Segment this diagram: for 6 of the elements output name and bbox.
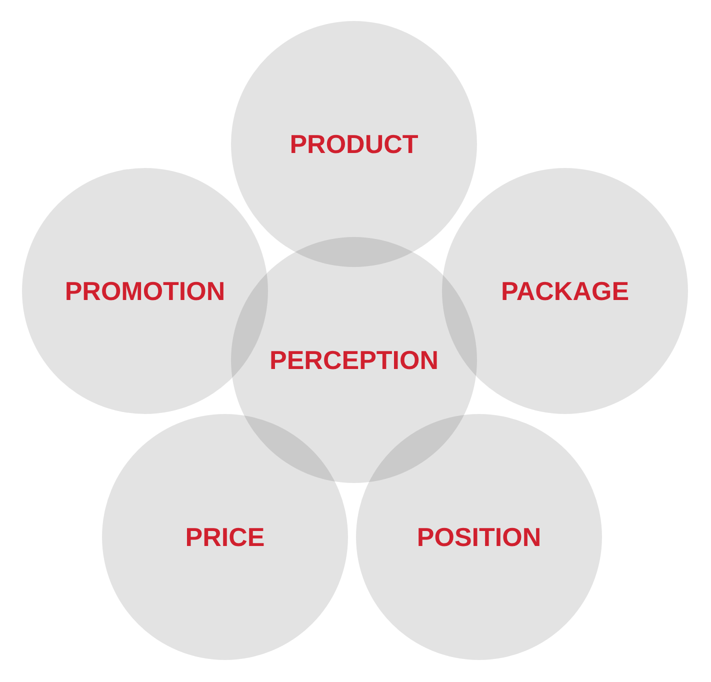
category-label: POSITION xyxy=(416,520,542,554)
category-label: PRODUCT xyxy=(290,128,418,160)
category-label: PERCEPTION xyxy=(269,344,439,376)
category-label: PRICE xyxy=(185,520,265,554)
category-label: PACKAGE xyxy=(500,274,630,308)
category-label: PROMOTION xyxy=(64,274,226,308)
